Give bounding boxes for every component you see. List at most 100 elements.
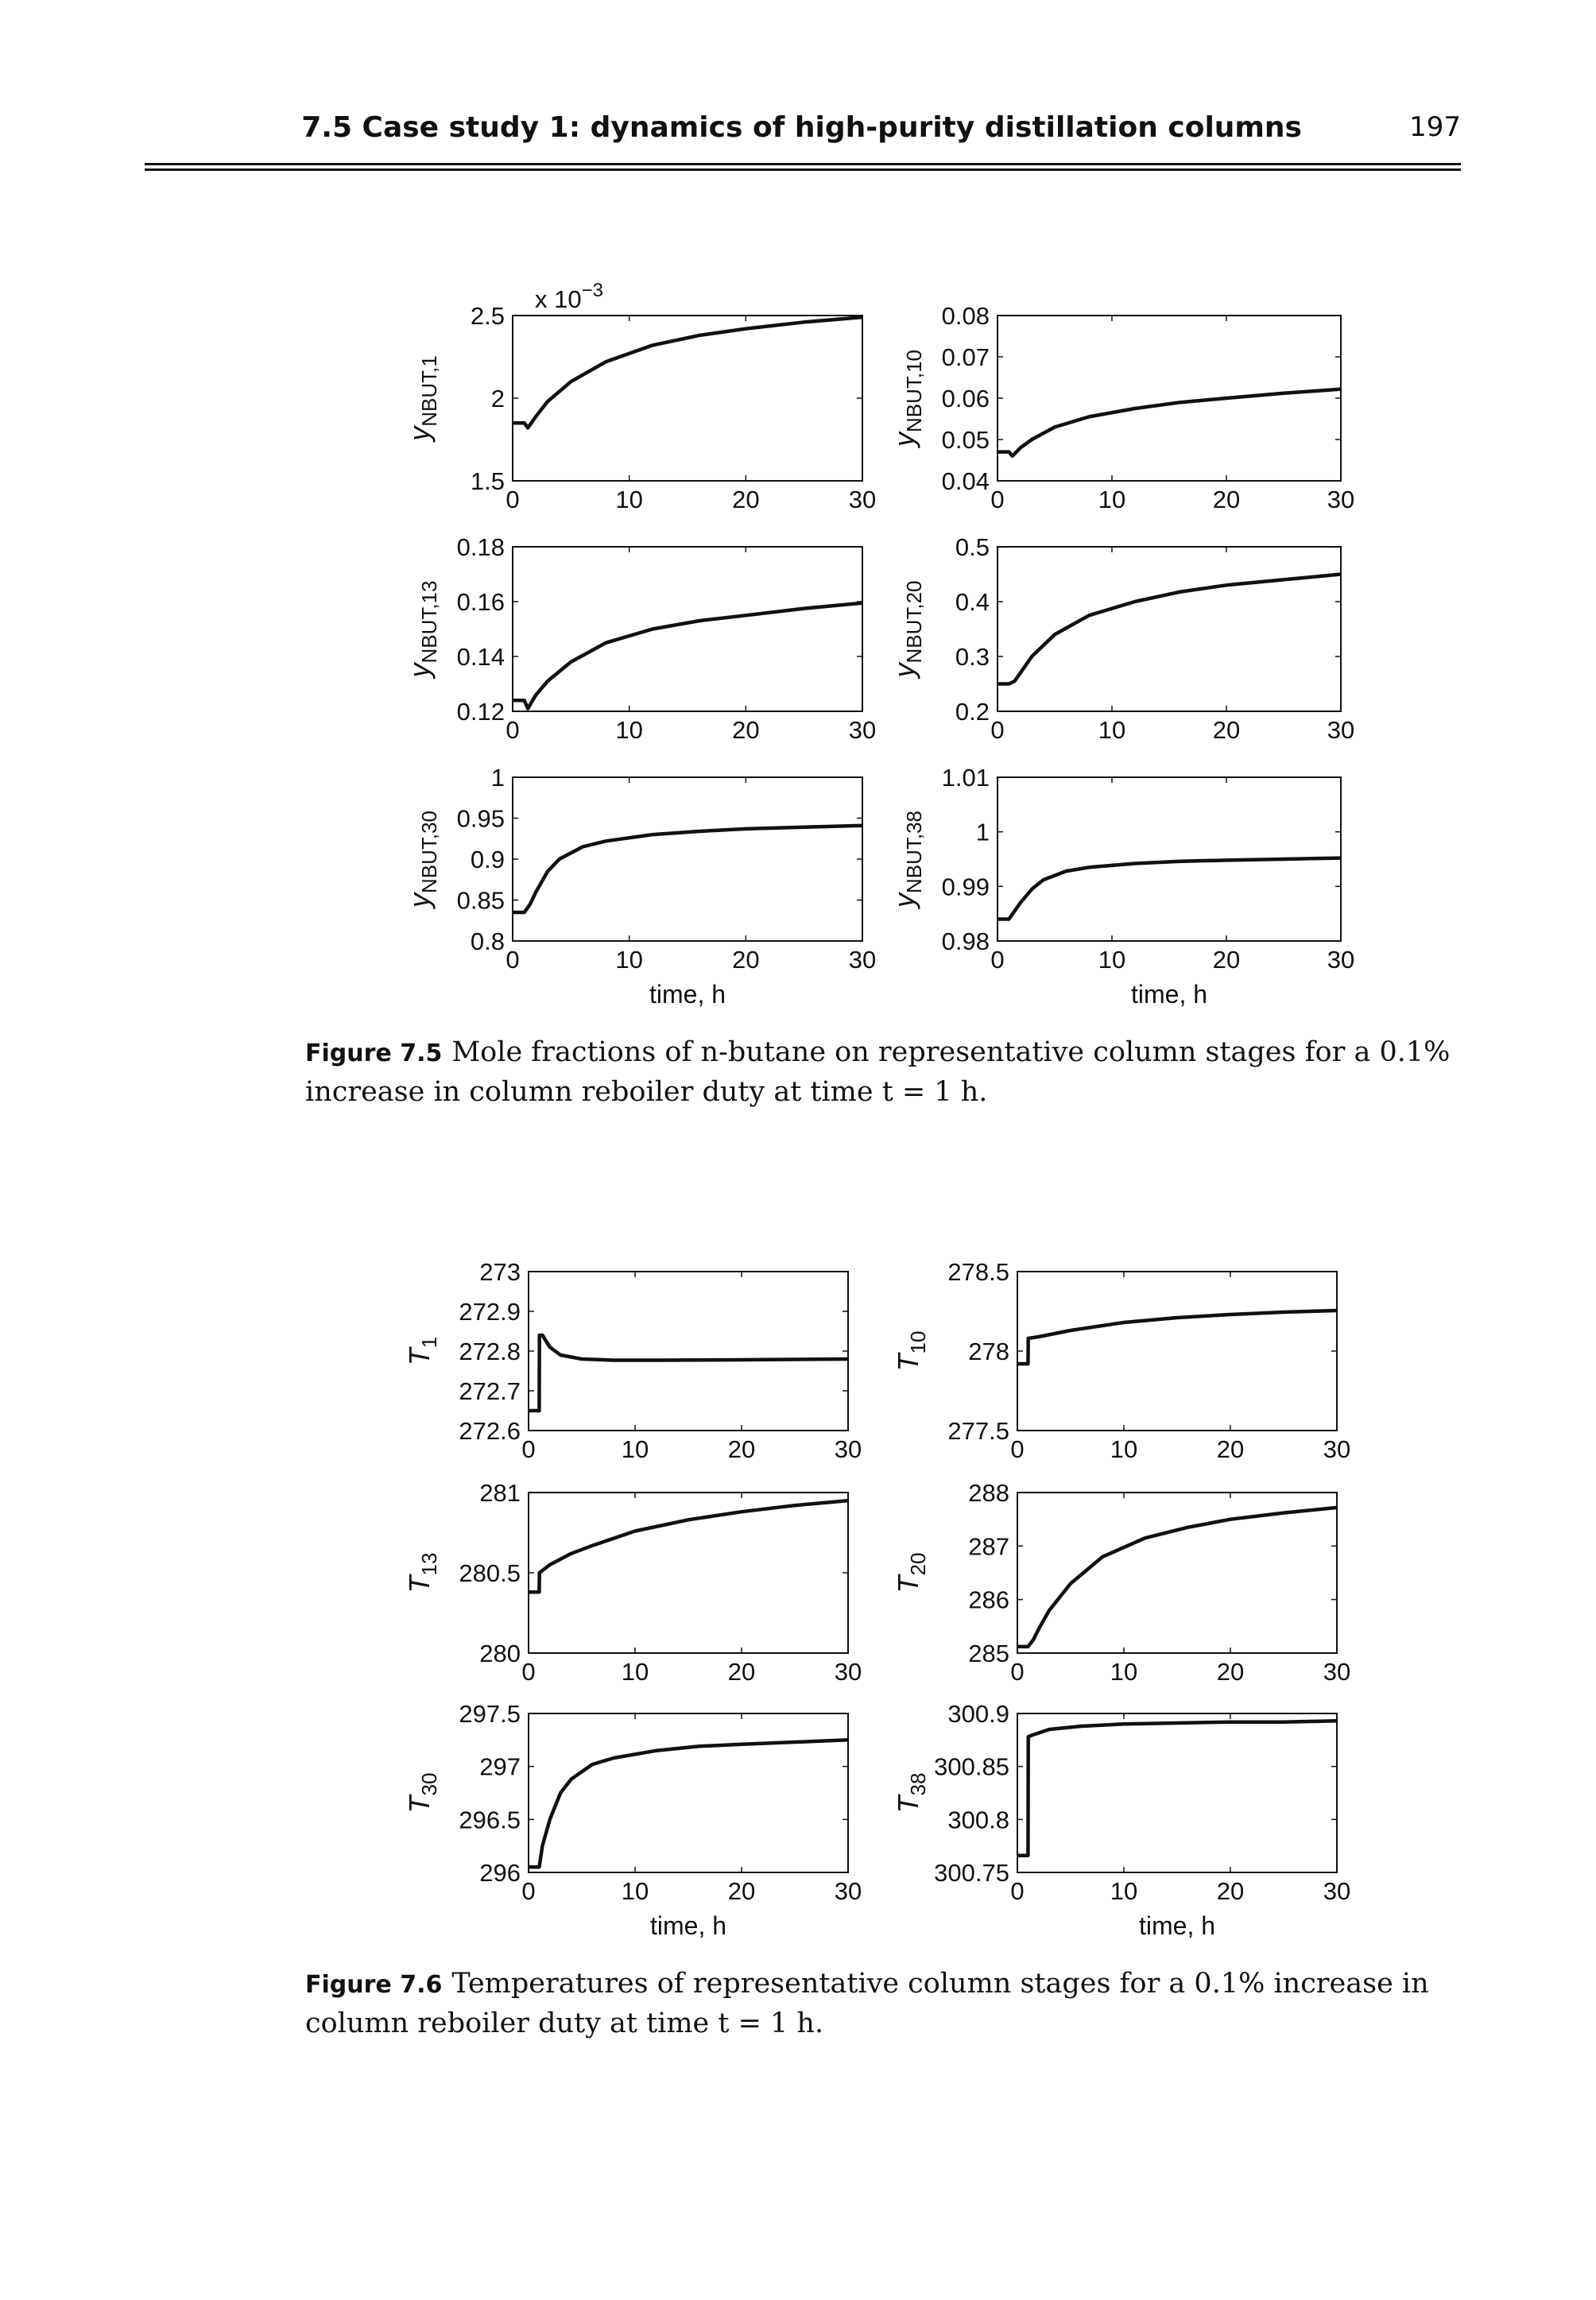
x-tick-label: 30: [835, 1658, 862, 1686]
caption-text: Mole fractions of n-butane on representa…: [305, 1036, 1451, 1108]
y-tick-label: 272.9: [459, 1298, 521, 1326]
y-axis-label: yNBUT,30: [403, 811, 441, 910]
x-tick-label: 30: [835, 1877, 862, 1905]
y-tick-label: 297: [479, 1753, 521, 1781]
x-tick-label: 10: [615, 486, 642, 513]
y-axis-label: T10: [892, 1331, 930, 1372]
series-line-1: [998, 572, 1342, 686]
series-line-1: [513, 601, 863, 711]
plot-frame: [512, 315, 863, 482]
x-tick-label: 30: [1323, 1658, 1350, 1686]
y-tick-label: 285: [968, 1640, 1009, 1667]
x-tick-label: 20: [728, 1877, 755, 1905]
y-tick-label: 280.5: [459, 1559, 521, 1587]
page-number: 197: [1409, 111, 1461, 143]
y-axis-label: yNBUT,13: [403, 580, 441, 680]
plot-frame: [997, 315, 1342, 482]
plot-frame: [528, 1713, 849, 1873]
x-tick-label: 30: [1327, 716, 1354, 744]
y-tick-label: 300.85: [934, 1753, 1009, 1781]
series-line-1: [529, 1498, 849, 1594]
x-tick-label: 0: [1010, 1658, 1024, 1686]
figure-label: Figure 7.6: [305, 1971, 443, 1999]
y-label-base: y: [403, 662, 436, 680]
y-tick-label: 0.06: [942, 385, 990, 412]
x-tick-label: 10: [1110, 1658, 1137, 1686]
x-tick-label: 30: [1327, 486, 1354, 513]
series-line-1: [529, 1738, 849, 1869]
y-axis-label: T13: [403, 1553, 441, 1593]
y-axis-label: T30: [403, 1773, 441, 1814]
x-tick-label: 20: [732, 946, 759, 974]
x-tick-label: 10: [1098, 486, 1125, 513]
y-label-subscript: NBUT,38: [902, 811, 926, 893]
y-tick-label: 288: [968, 1479, 1009, 1507]
y-tick-label: 287: [968, 1532, 1009, 1560]
exponent-label: x 10−3: [535, 280, 603, 313]
x-axis-label: time, h: [650, 1911, 726, 1940]
x-tick-label: 0: [506, 716, 519, 744]
series-line-1: [529, 1333, 849, 1413]
y-label-base: T: [403, 1573, 436, 1593]
y-label-base: y: [403, 892, 436, 910]
x-tick-label: 0: [990, 486, 1004, 513]
x-axis-label: time, h: [1131, 980, 1207, 1009]
x-tick-label: 20: [1217, 1435, 1244, 1463]
plot-frame: [997, 546, 1342, 712]
x-tick-label: 20: [732, 486, 759, 513]
y-label-subscript: 20: [906, 1553, 930, 1576]
x-tick-label: 10: [615, 946, 642, 974]
series-line-1: [1017, 1505, 1338, 1649]
x-tick-label: 0: [990, 946, 1004, 974]
y-tick-label: 278.5: [947, 1258, 1009, 1286]
y-tick-label: 0.12: [457, 698, 505, 726]
y-label-base: T: [403, 1793, 436, 1813]
y-tick-label: 272.6: [459, 1417, 521, 1445]
x-tick-label: 20: [1213, 716, 1240, 744]
y-tick-label: 273: [479, 1258, 521, 1286]
plot-frame: [1017, 1492, 1338, 1654]
y-tick-label: 278: [968, 1338, 1009, 1365]
header-rule: [145, 163, 1461, 165]
series-line-1: [1017, 1719, 1338, 1857]
plot-frame: [528, 1271, 849, 1431]
y-tick-label: 300.9: [947, 1700, 1009, 1728]
x-tick-label: 20: [728, 1658, 755, 1686]
y-label-base: y: [888, 431, 920, 449]
y-label-base: y: [888, 662, 920, 680]
y-tick-label: 272.7: [459, 1377, 521, 1405]
x-axis-label: time, h: [649, 980, 726, 1009]
y-tick-label: 0.85: [457, 887, 505, 915]
x-tick-label: 20: [1217, 1658, 1244, 1686]
y-tick-label: 0.5: [955, 533, 990, 561]
exponent-power: −3: [582, 280, 603, 301]
x-tick-label: 10: [1098, 946, 1125, 974]
x-tick-label: 30: [835, 1435, 862, 1463]
y-tick-label: 0.4: [955, 588, 990, 616]
y-label-subscript: NBUT,1: [417, 355, 441, 427]
y-label-base: y: [888, 892, 920, 910]
y-tick-label: 277.5: [947, 1417, 1009, 1445]
header-rule-double: [145, 168, 1461, 171]
y-label-subscript: NBUT,13: [417, 580, 441, 663]
y-axis-label: yNBUT,1: [403, 355, 441, 443]
y-tick-label: 0.95: [457, 805, 505, 833]
y-tick-label: 0.07: [942, 343, 990, 371]
x-tick-label: 30: [849, 486, 876, 513]
x-tick-label: 0: [990, 716, 1004, 744]
y-axis-label: yNBUT,10: [888, 350, 926, 449]
y-tick-label: 0.16: [457, 588, 505, 616]
y-tick-label: 1.01: [942, 764, 990, 792]
